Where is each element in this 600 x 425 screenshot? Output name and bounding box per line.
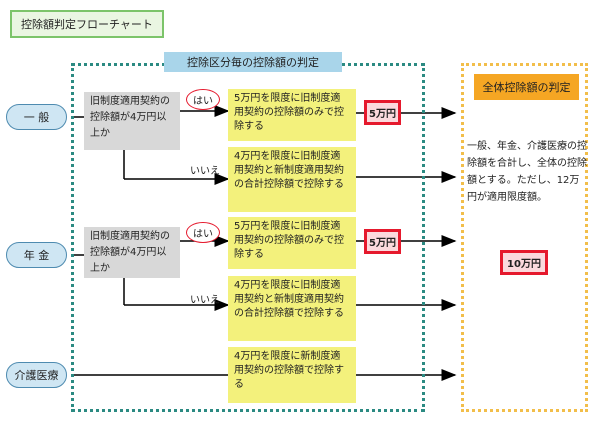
total-label: 全体控除額の判定	[474, 74, 579, 100]
total-limit-badge: 10万円	[500, 250, 548, 275]
result-pension-no: 4万円を限度に旧制度適用契約と新制度適用契約の合計控除額で控除する	[228, 276, 356, 341]
result-care: 4万円を限度に新制度適用契約の控除額で控除する	[228, 347, 356, 403]
total-frame	[461, 63, 588, 412]
answer-yes-general: はい	[186, 89, 220, 110]
limit-badge-pension: 5万円	[364, 229, 401, 254]
result-pension-yes: 5万円を限度に旧制度適用契約の控除額のみで控除する	[228, 217, 356, 269]
result-general-yes: 5万円を限度に旧制度適用契約の控除額のみで控除する	[228, 89, 356, 141]
result-general-no: 4万円を限度に旧制度適用契約と新制度適用契約の合計控除額で控除する	[228, 147, 356, 212]
limit-badge-general: 5万円	[364, 100, 401, 125]
total-description: 一般、年金、介護医療の控除額を合計し、全体の控除額とする。ただし、12万円が適用…	[467, 141, 587, 203]
answer-no-pension: いいえ	[190, 295, 220, 306]
chart-title: 控除額判定フローチャート	[10, 10, 164, 38]
answer-no-general: いいえ	[190, 166, 220, 177]
category-general: 一 般	[6, 104, 67, 130]
answer-yes-pension: はい	[186, 222, 220, 243]
category-care: 介護医療	[6, 362, 67, 388]
condition-pension: 旧制度適用契約の控除額が4万円以上か	[84, 227, 180, 278]
category-pension: 年 金	[6, 242, 67, 268]
condition-general: 旧制度適用契約の控除額が4万円以上か	[84, 92, 180, 150]
section-label: 控除区分毎の控除額の判定	[164, 52, 342, 72]
